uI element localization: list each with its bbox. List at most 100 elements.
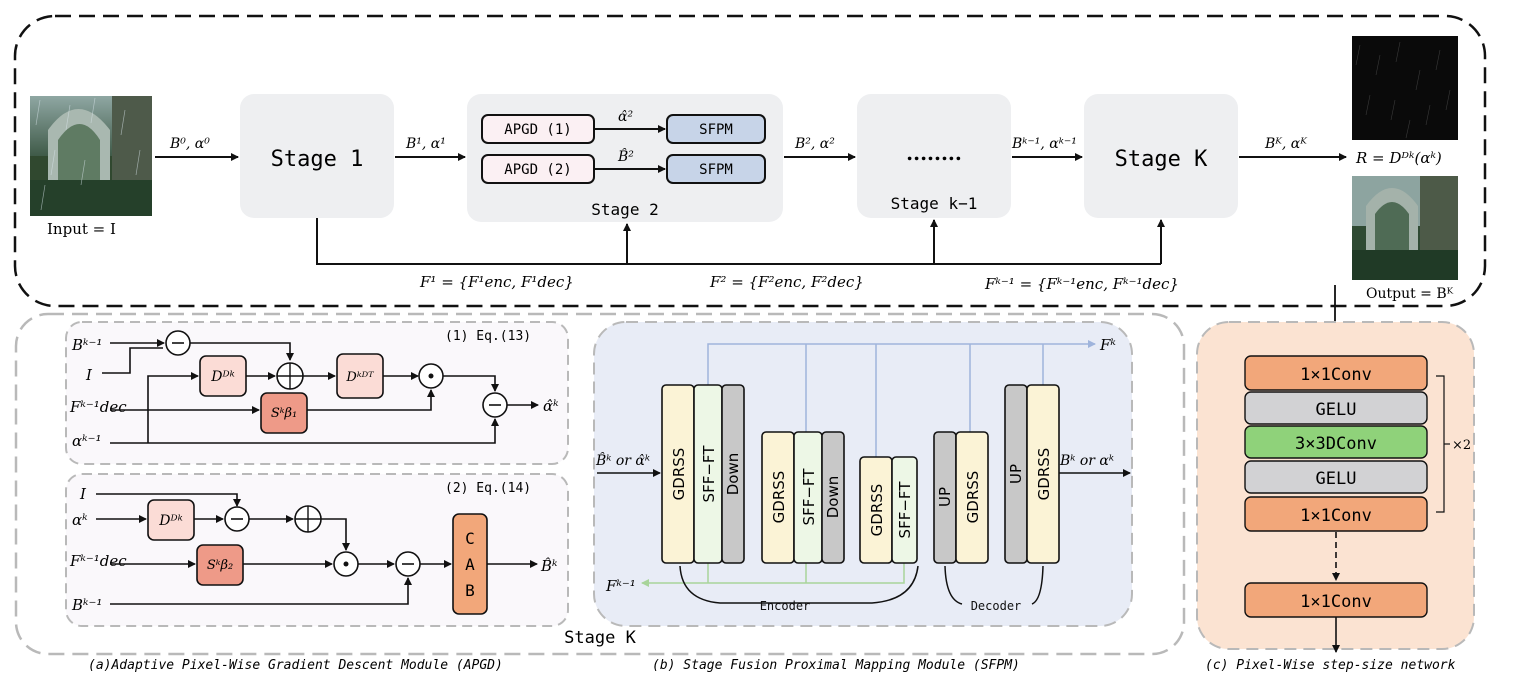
apgd2-in-alpha: αᵏ <box>72 511 88 529</box>
stage-2-label: Stage 2 <box>591 200 658 219</box>
enc1-sfft-label: SFF−FT <box>700 445 718 503</box>
fkm1-bus <box>641 563 905 587</box>
apgd2-out: B̂ᵏ <box>540 557 558 575</box>
enc1-down <box>721 384 745 564</box>
apgd1-edge <box>443 375 499 392</box>
encoder-label: Encoder <box>760 599 811 613</box>
apgd-1-box <box>481 114 595 144</box>
dec1-up-label: UP <box>936 487 954 507</box>
apgd2-s-label: Sᵏβ₂ <box>207 558 233 573</box>
decoder-brace <box>944 565 1044 605</box>
stage-k-detail-border <box>14 312 1186 656</box>
apgd1-dot-sign <box>428 373 434 379</box>
step-conv1-mid-label: 1×1Conv <box>1300 506 1372 526</box>
apgd2-in-bkm1: Bᵏ⁻¹ <box>71 596 102 614</box>
sfpm-2-label: SFPM <box>699 162 733 178</box>
apgd1-in-bkm1: Bᵏ⁻¹ <box>71 336 102 354</box>
apgd2-in-fdec: Fᵏ⁻¹dec <box>69 552 127 570</box>
sfpm-1-label: SFPM <box>699 122 733 138</box>
apgd-2-box <box>481 154 595 184</box>
enc1-gdrss-label: GDRSS <box>670 448 688 501</box>
step-gelu-2-label: GELU <box>1316 469 1357 489</box>
enc2-down-label: Down <box>824 476 842 519</box>
apgd2-in-I: I <box>79 485 87 503</box>
encoder-brace <box>679 565 919 604</box>
stage-1-box <box>240 94 394 218</box>
apgd1-edge <box>147 372 199 443</box>
apgd1-edge <box>307 389 435 411</box>
enc1-down-label: Down <box>724 453 742 496</box>
stage-k-label: Stage K <box>1115 147 1208 172</box>
apgd1-s-block <box>260 392 308 434</box>
step-conv1-top-label: 1×1Conv <box>1300 365 1372 385</box>
stage-k-box <box>1084 94 1238 218</box>
rain-output-image <box>1352 36 1458 140</box>
enc3-sfft <box>891 456 918 564</box>
eq14-label: (2) Eq.(14) <box>445 481 531 496</box>
fkm1-label: Fᵏ⁻¹ <box>605 577 636 595</box>
step-conv1-top <box>1244 355 1428 391</box>
input-image <box>30 96 152 216</box>
label-b0: B⁰, α⁰ <box>169 136 210 152</box>
apgd2-edge <box>321 518 350 551</box>
step-conv1-bottom-label: 1×1Conv <box>1300 592 1372 612</box>
apgd-1-label: APGD (1) <box>504 122 571 138</box>
apgd2-d-label: Dᴰᵏ <box>158 513 182 529</box>
enc2-sfft-label: SFF−FT <box>800 468 818 526</box>
step-dconv <box>1244 425 1428 459</box>
dec1-gdrss <box>955 431 989 564</box>
apgd1-in-I: I <box>85 366 93 384</box>
label-f1: F¹ = {F¹enc, F¹dec} <box>419 273 574 291</box>
input-label: Input = I <box>47 220 116 238</box>
caption-c: (c) Pixel-Wise step-size network <box>1205 658 1456 673</box>
apgd2-s-block <box>196 544 244 586</box>
apgd-eq13-panel <box>65 321 569 465</box>
stage-dots: ........ <box>906 141 962 165</box>
enc2-gdrss-label: GDRSS <box>770 471 788 524</box>
step-gelu-1-label: GELU <box>1316 400 1357 420</box>
apgd-2-label: APGD (2) <box>504 162 571 178</box>
step-gelu-1 <box>1244 391 1428 425</box>
r-label: R = Dᴰᵏ(αᵏ) <box>1355 149 1442 167</box>
dec1-gdrss-label: GDRSS <box>964 471 982 524</box>
cab-a: A <box>465 555 475 574</box>
apgd2-dot-sign <box>343 561 349 567</box>
sfpm-in-label: B̂ᵏ or α̂ᵏ <box>595 451 650 469</box>
stage-k-detail-label: Stage K <box>564 628 636 648</box>
label-b2: B², α² <box>794 136 835 152</box>
apgd1-dt-label: Dᵏᴰᵀ <box>345 370 374 385</box>
enc2-down <box>821 431 845 564</box>
apgd1-in-alpha: αᵏ⁻¹ <box>72 432 102 450</box>
dec2-gdrss-label: GDRSS <box>1035 448 1053 501</box>
caption-b: (b) Stage Fusion Proximal Mapping Module… <box>652 658 1020 673</box>
label-f2: F² = {F²enc, F²dec} <box>709 273 864 291</box>
fk-bus <box>707 340 1096 385</box>
dec2-up-label: UP <box>1007 464 1025 484</box>
sfpm-1-box <box>666 114 766 144</box>
label-b-hat2: B̂² <box>617 147 634 165</box>
feature-bus-line <box>316 218 1161 265</box>
enc3-sfft-label: SFF−FT <box>896 481 914 539</box>
apgd1-edge <box>110 418 499 444</box>
label-bK: Bᴷ, αᴷ <box>1264 136 1308 152</box>
label-alpha-hat2: α̂² <box>618 109 633 125</box>
repeat-label: ×2 <box>1452 438 1471 453</box>
label-fkm1: Fᵏ⁻¹ = {Fᵏ⁻¹enc, Fᵏ⁻¹dec} <box>984 275 1179 293</box>
step-dconv-label: 3×3DConv <box>1295 434 1377 454</box>
apgd2-d-block <box>147 499 195 541</box>
apgd1-d-label: Dᴰᵏ <box>210 369 234 385</box>
stage-km1-box <box>857 94 1011 218</box>
decoder-label: Decoder <box>971 599 1022 613</box>
dec2-gdrss <box>1026 384 1060 564</box>
output-image <box>1352 176 1458 280</box>
apgd1-out: α̂ᵏ <box>543 397 559 415</box>
sfpm-2-box <box>666 154 766 184</box>
cab-b: B <box>465 581 475 600</box>
enc3-gdrss-label: GDRSS <box>868 484 886 537</box>
step-gelu-2 <box>1244 460 1428 494</box>
apgd1-s-label: Sᵏβ₁ <box>271 406 297 421</box>
step-conv1-mid <box>1244 496 1428 532</box>
fk-label: Fᵏ <box>1099 336 1116 354</box>
caption-a: (a)Adaptive Pixel-Wise Gradient Descent … <box>88 658 503 673</box>
